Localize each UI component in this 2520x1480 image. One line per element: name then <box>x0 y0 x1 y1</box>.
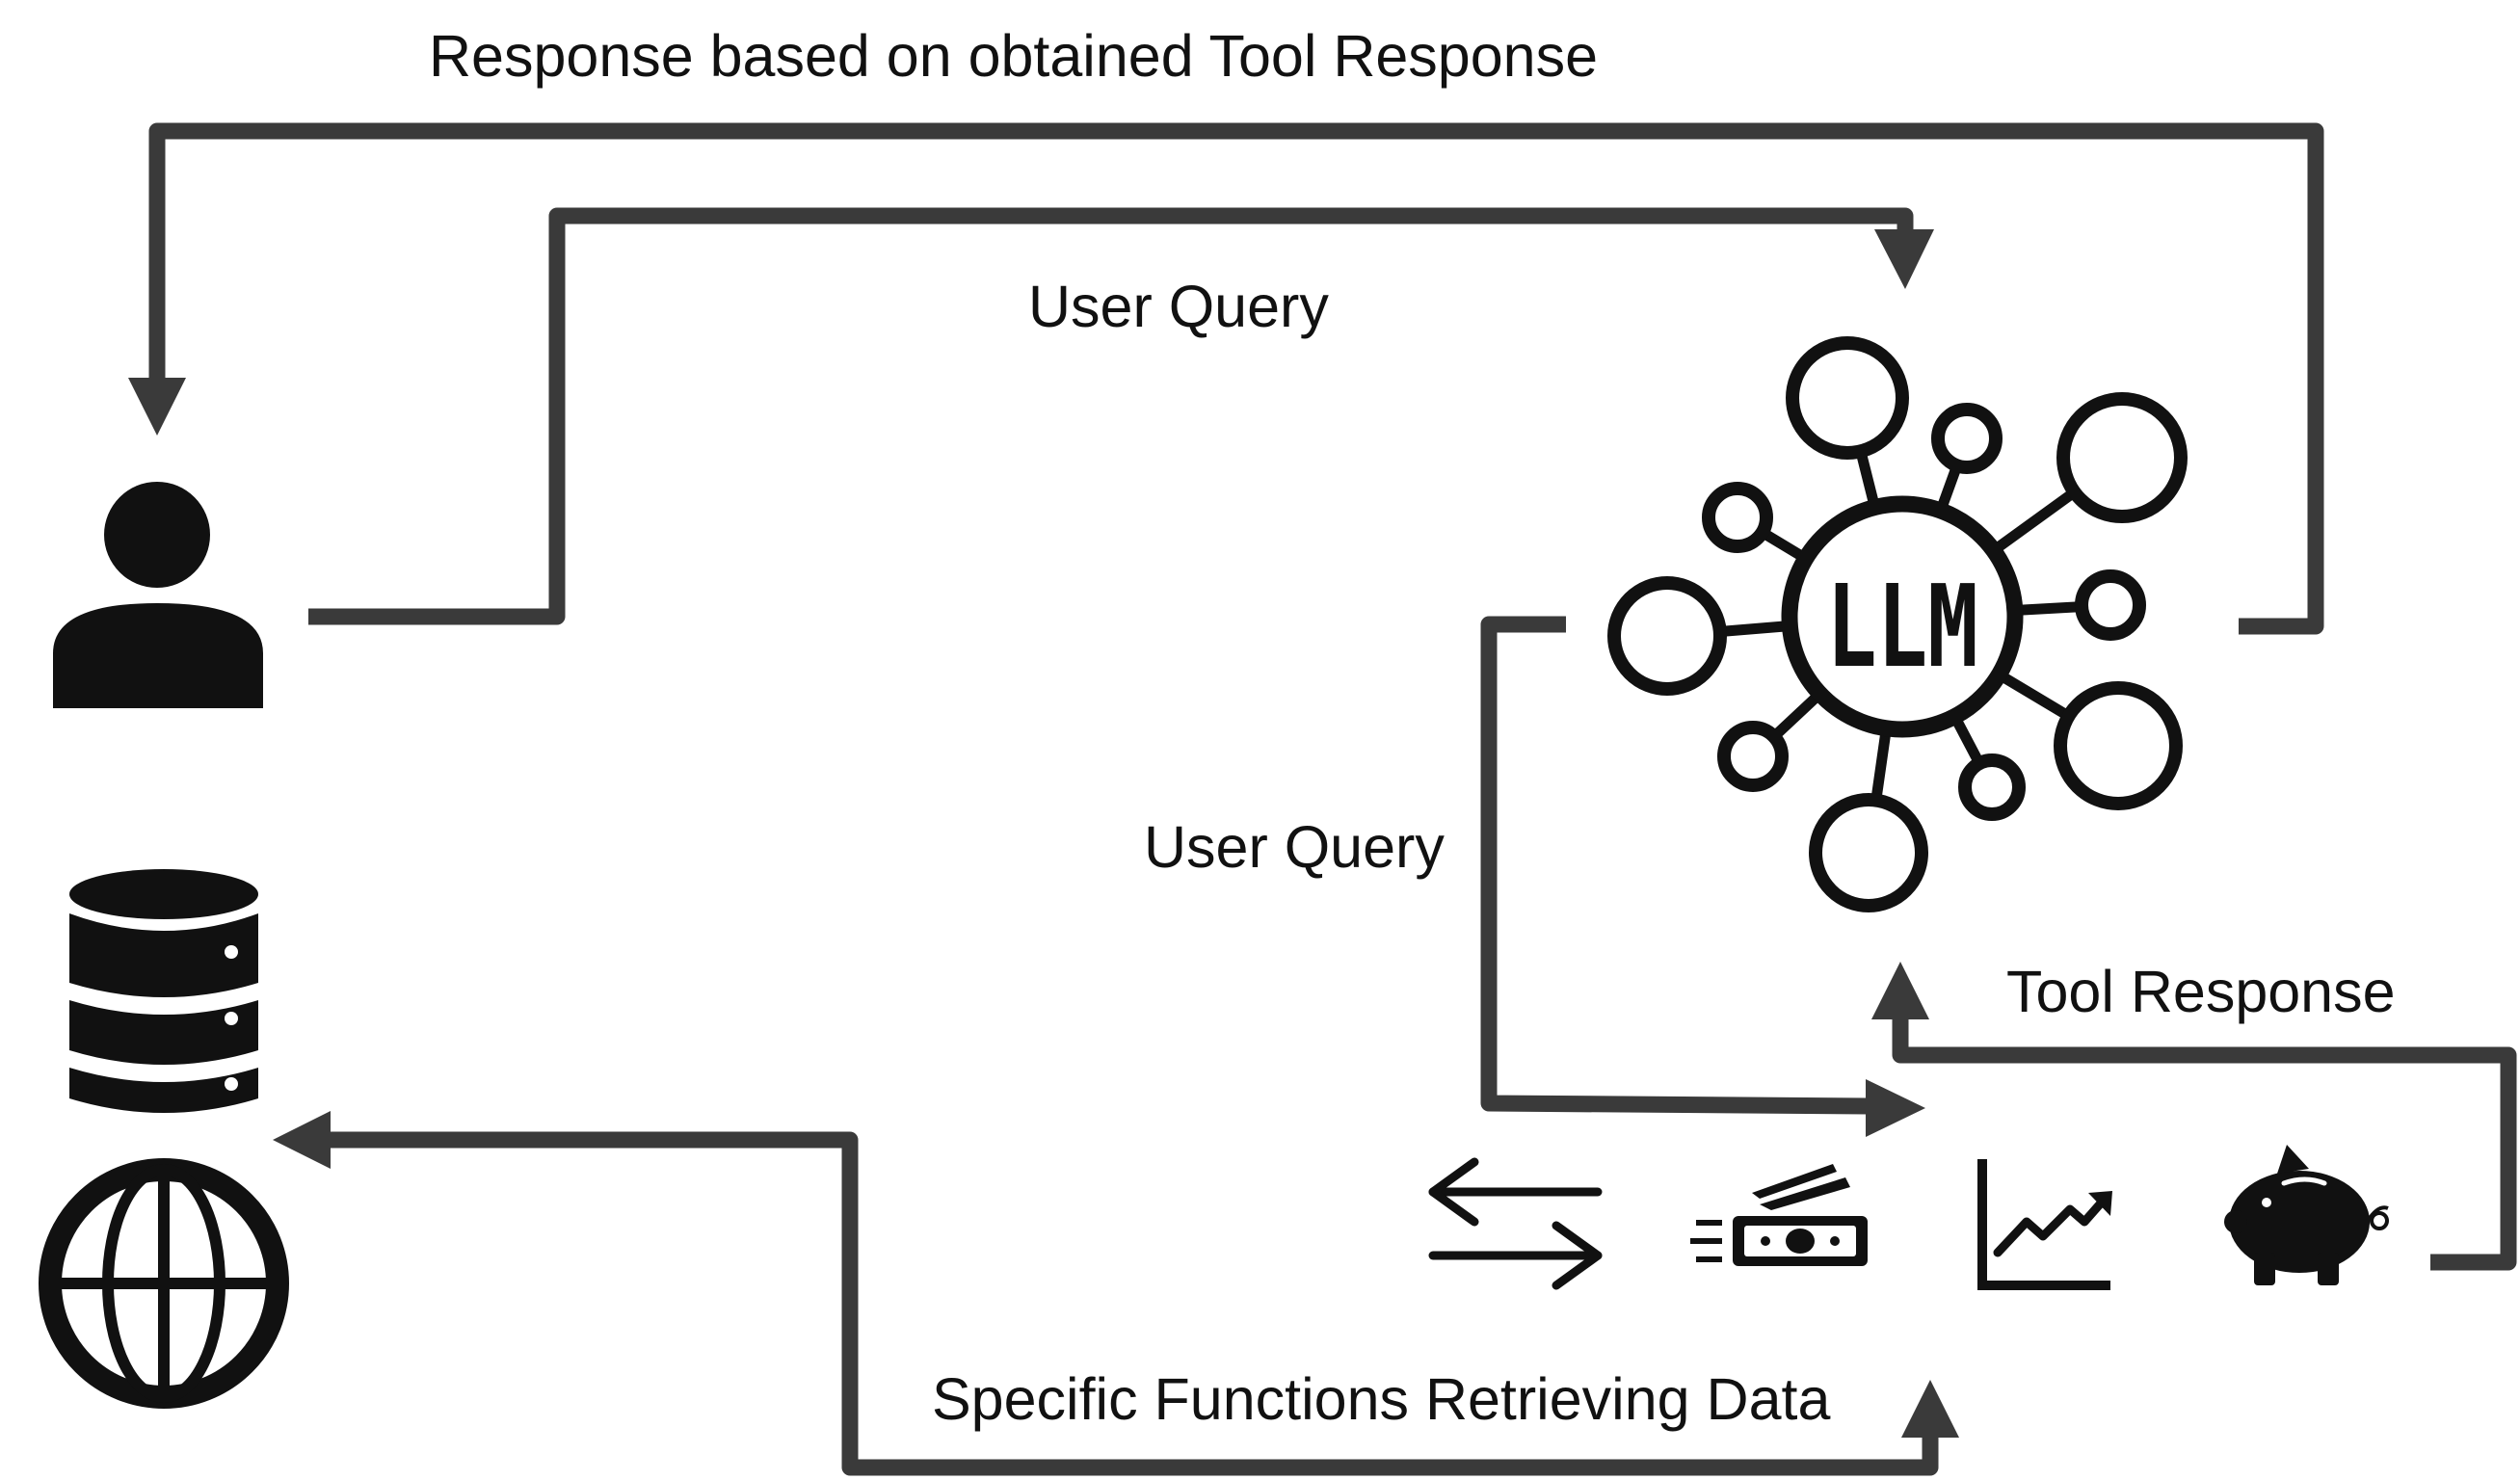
user-query-arrow-side <box>1480 616 1925 1137</box>
response-arrow <box>128 122 2324 635</box>
globe-icon <box>39 1158 289 1409</box>
llm-network-icon: LLM <box>1607 336 2188 912</box>
transfer-arrows-icon <box>1428 1157 1603 1290</box>
line-chart-icon <box>1977 1159 2112 1290</box>
piggy-bank-icon <box>2224 1145 2389 1285</box>
functions-data-arrow <box>273 1111 1959 1476</box>
response-label: Response based on obtained Tool Response <box>429 23 1598 89</box>
database-icon <box>69 869 258 1113</box>
user-query-label-side: User Query <box>1144 814 1445 880</box>
user-query-label-top: User Query <box>1028 274 1329 339</box>
llm-label: LLM <box>1826 562 1978 693</box>
functions-label: Specific Functions Retrieving Data <box>932 1366 1830 1432</box>
tool-response-arrow <box>1871 962 2517 1271</box>
user-icon <box>53 482 263 708</box>
user-query-arrow-top <box>308 207 1934 625</box>
cash-icon <box>1690 1164 1868 1266</box>
tool-response-label: Tool Response <box>2006 959 2396 1024</box>
